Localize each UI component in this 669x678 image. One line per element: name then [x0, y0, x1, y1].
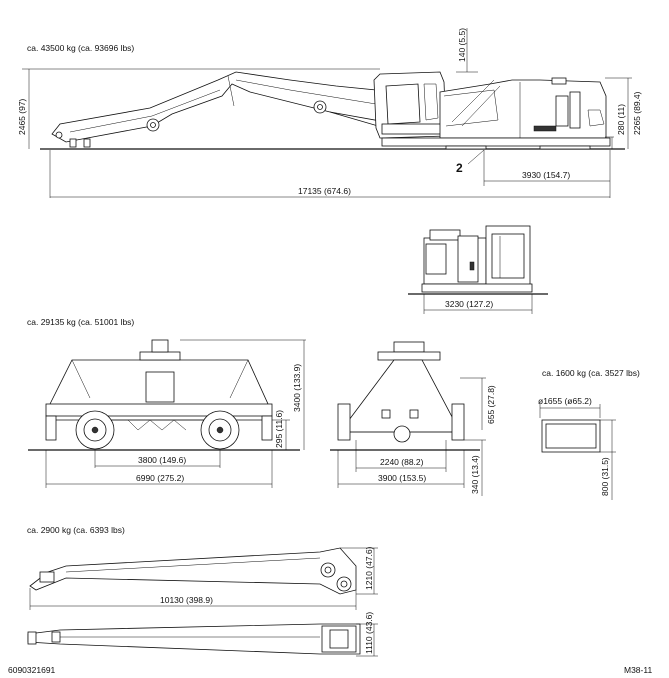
machine-rear-view: 3230 (127.2) [408, 225, 548, 314]
carrier-dim-wheelbase: 3800 (149.6) [138, 455, 186, 465]
machine-dim-height-left: 2465 (97) [17, 98, 27, 135]
front-dim-low: 340 (13.4) [470, 455, 480, 494]
front-dim-track: 2240 (88.2) [380, 457, 424, 467]
carrier-side-view: ca. 29135 kg (ca. 51001 lbs) 3400 (133.9… [27, 317, 306, 488]
ring-weight-label: ca. 1600 kg (ca. 3527 lbs) [542, 368, 640, 378]
machine-dim-length: 17135 (674.6) [298, 186, 351, 196]
machine-marker: 2 [456, 161, 463, 175]
ring-dim-diameter: ø1655 (ø65.2) [538, 396, 592, 406]
carrier-front-view: 655 (27.8) 340 (13.4) 2240 (88.2) 3900 (… [330, 341, 496, 496]
boom-dim-length: 10130 (398.9) [160, 595, 213, 605]
ring-view: ca. 1600 kg (ca. 3527 lbs) ø1655 (ø65.2)… [538, 368, 640, 500]
carrier-weight-label: ca. 29135 kg (ca. 51001 lbs) [27, 317, 134, 327]
carrier-dim-height: 3400 (133.9) [292, 364, 302, 412]
boom-weight-label: ca. 2900 kg (ca. 6393 lbs) [27, 525, 125, 535]
carrier-dim-clearance: 295 (11.6) [274, 410, 284, 448]
boom-views: ca. 2900 kg (ca. 6393 lbs) 1210 (47.6) 1… [27, 525, 378, 657]
carrier-dim-length: 6990 (275.2) [136, 473, 184, 483]
machine-dim-right-2: 2265 (89.4) [632, 91, 642, 135]
rear-dim-width: 3230 (127.2) [445, 299, 493, 309]
page-reference: M38-11 [624, 665, 652, 675]
boom-dim-height-top: 1110 (43.6) [364, 612, 374, 654]
front-dim-top: 655 (27.8) [486, 385, 496, 424]
ring-dim-height: 800 (31.5) [600, 457, 610, 496]
machine-dim-rear: 3930 (154.7) [522, 170, 570, 180]
document-number: 6090321691 [8, 665, 56, 675]
machine-dim-right-1: 280 (11) [616, 104, 626, 135]
machine-side-view: ca. 43500 kg (ca. 93696 lbs) [17, 28, 642, 198]
machine-weight-label: ca. 43500 kg (ca. 93696 lbs) [27, 43, 134, 53]
front-dim-width: 3900 (153.5) [378, 473, 426, 483]
machine-dim-top: 140 (5.5) [457, 28, 467, 62]
boom-dim-height-side: 1210 (47.6) [364, 546, 374, 590]
